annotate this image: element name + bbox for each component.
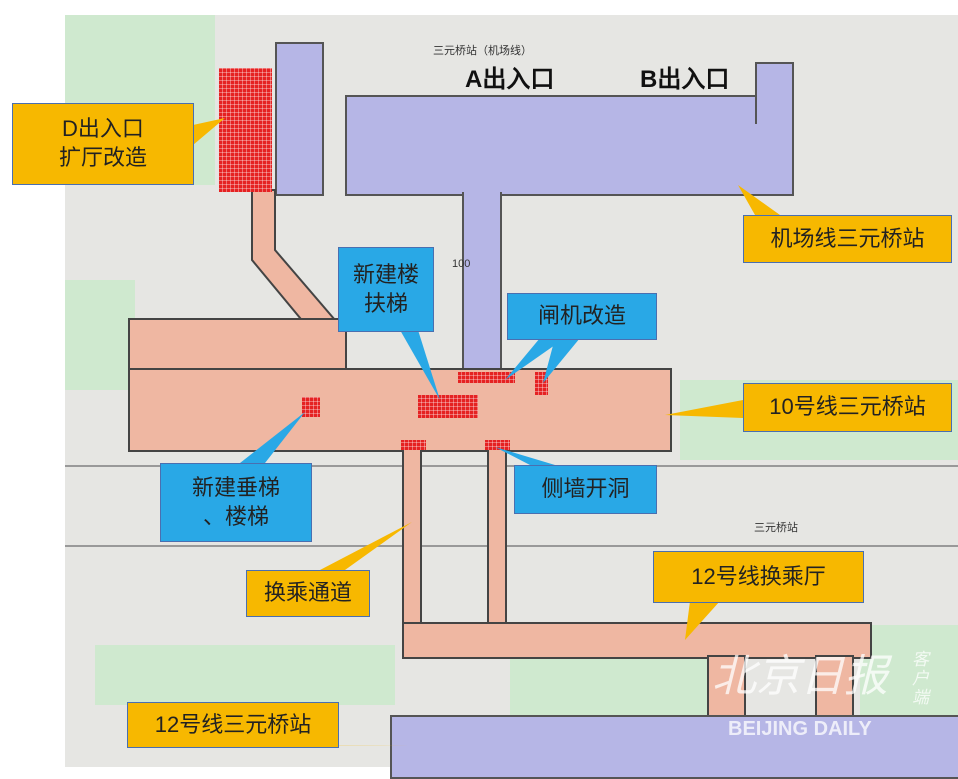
wall-opening	[401, 440, 426, 450]
road-line	[65, 465, 958, 467]
entrance-b-label: B出入口	[640, 66, 730, 93]
watermark-sub: 客户端	[912, 650, 929, 707]
airport-station-east	[755, 62, 794, 124]
line10-west-wing	[128, 318, 347, 372]
d-entrance-renovation	[219, 68, 272, 192]
callout-line10: 10号线三元桥站	[743, 383, 952, 432]
line10-area-label: 三元桥站	[754, 522, 798, 534]
watermark-en: BEIJING DAILY	[728, 718, 872, 740]
gate-renovation	[458, 372, 515, 383]
callout-line12-station: 12号线三元桥站	[127, 702, 339, 748]
entrance-a-label: A出入口	[465, 66, 555, 93]
line10-station	[128, 368, 672, 452]
road-line	[65, 545, 958, 547]
watermark-logo: 北京日报	[712, 652, 888, 701]
callout-line12-hall: 12号线换乘厅	[653, 551, 864, 603]
green-area	[95, 645, 395, 705]
callout-side-wall: 侧墙开洞	[514, 465, 657, 514]
line12-transfer-hall	[402, 622, 872, 659]
green-area	[65, 280, 135, 390]
airport-station-hall	[345, 95, 794, 196]
wall-opening	[485, 440, 510, 450]
escalator-renovation	[418, 395, 478, 418]
green-area	[510, 650, 710, 720]
callout-transfer-passage: 换乘通道	[246, 570, 370, 617]
callout-gate-upgrade: 闸机改造	[507, 293, 657, 340]
airport-station-label: 三元桥站（机场线）	[433, 45, 532, 57]
airport-station-west	[275, 42, 324, 196]
callout-airport-line: 机场线三元桥站	[743, 215, 952, 263]
callout-d-entrance: D出入口 扩厅改造	[12, 103, 194, 185]
green-area	[860, 625, 958, 720]
line-number-label: 100	[452, 258, 471, 270]
callout-new-elevator: 新建垂梯 、楼梯	[160, 463, 312, 542]
callout-new-escalator: 新建楼 扶梯	[338, 247, 434, 332]
elevator-renovation	[302, 397, 320, 417]
